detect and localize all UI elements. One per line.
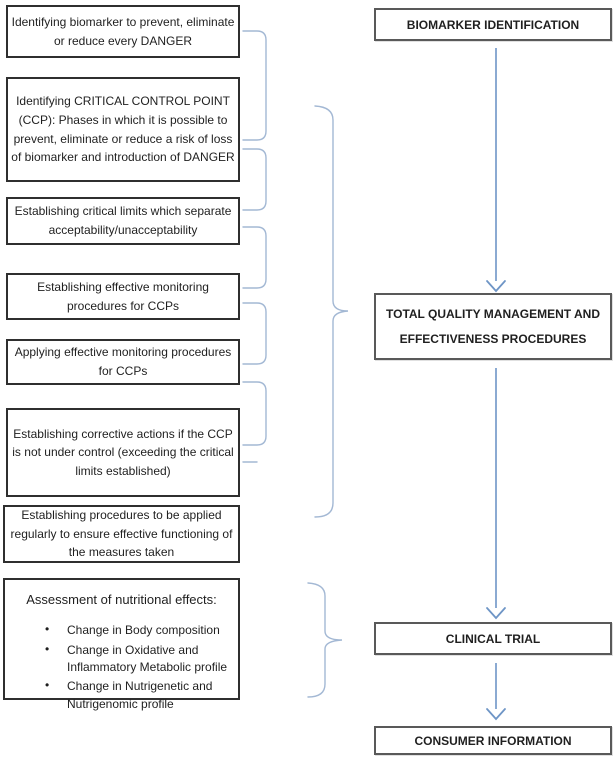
left-box-corrective-actions: Establishing corrective actions if the C… (6, 408, 240, 497)
bracket-step-4-5 (242, 302, 267, 365)
bullet-icon: • (45, 641, 50, 656)
assessment-box: Assessment of nutritional effects: • Cha… (3, 578, 240, 711)
bullet-icon: • (45, 622, 50, 637)
bracket-step-2-3 (242, 148, 267, 211)
assessment-bullet-text: Change in Body composition (67, 623, 220, 638)
left-box-text: Identifying biomarker to prevent, elimin… (11, 14, 235, 48)
right-box-total-quality-management: TOTAL QUALITY MANAGEMENT AND EFFECTIVENE… (374, 293, 612, 360)
left-box-text: Establishing procedures to be applied re… (10, 508, 233, 560)
left-box-identify-biomarker: Identifying biomarker to prevent, elimin… (6, 5, 240, 58)
brace-assessment-to-clinical-trial (307, 582, 343, 698)
right-box-label: BIOMARKER IDENTIFICATION (406, 17, 580, 32)
assessment-bullet-text: Change in Oxidative and Inflammatory Met… (67, 642, 228, 674)
left-box-identify-ccp: Identifying CRITICAL CONTROL POINT (CCP)… (6, 77, 240, 182)
flow-arrow-3-head (486, 708, 506, 721)
right-box-label-line2: EFFECTIVENESS PROCEDURES (399, 331, 587, 346)
assessment-bullet-item: • Change in Body composition (45, 622, 228, 639)
assessment-bullet-text: Change in Nutrigenetic and Nutrigenomic … (67, 679, 213, 711)
assessment-title: Assessment of nutritional effects: (26, 592, 217, 607)
assessment-bullet-list: • Change in Body composition • Change in… (15, 622, 228, 715)
left-box-text: Identifying CRITICAL CONTROL POINT (CCP)… (11, 94, 235, 165)
left-box-establish-monitoring: Establishing effective monitoring proced… (6, 273, 240, 320)
bullet-icon: • (45, 678, 50, 693)
assessment-bullet-item: • Change in Oxidative and Inflammatory M… (45, 642, 228, 677)
right-box-label: CLINICAL TRIAL (445, 631, 541, 646)
left-box-text: Establishing critical limits which separ… (14, 204, 232, 237)
bracket-step-1-2 (242, 30, 267, 141)
left-box-text: Establishing effective monitoring proced… (37, 279, 209, 313)
left-box-text: Applying effective monitoring procedures… (14, 345, 232, 378)
left-box-text: Establishing corrective actions if the C… (12, 426, 234, 478)
left-box-critical-limits: Establishing critical limits which separ… (6, 197, 240, 245)
right-box-consumer-information: CONSUMER INFORMATION (374, 726, 612, 755)
bracket-step-3-4 (242, 226, 267, 289)
flow-arrow-2-head (486, 607, 506, 620)
right-box-label-line1: TOTAL QUALITY MANAGEMENT AND (386, 307, 600, 322)
right-box-label: CONSUMER INFORMATION (414, 733, 572, 748)
flow-arrow-1-head (486, 280, 506, 293)
left-box-procedures-regularly: Establishing procedures to be applied re… (3, 505, 240, 563)
left-box-apply-monitoring: Applying effective monitoring procedures… (6, 339, 240, 385)
assessment-bullet-item: • Change in Nutrigenetic and Nutrigenomi… (45, 678, 228, 713)
right-box-clinical-trial: CLINICAL TRIAL (374, 622, 612, 655)
brace-steps-to-tqm (314, 105, 349, 518)
bracket-step-5-6 (242, 381, 267, 446)
right-box-biomarker-identification: BIOMARKER IDENTIFICATION (374, 8, 612, 41)
